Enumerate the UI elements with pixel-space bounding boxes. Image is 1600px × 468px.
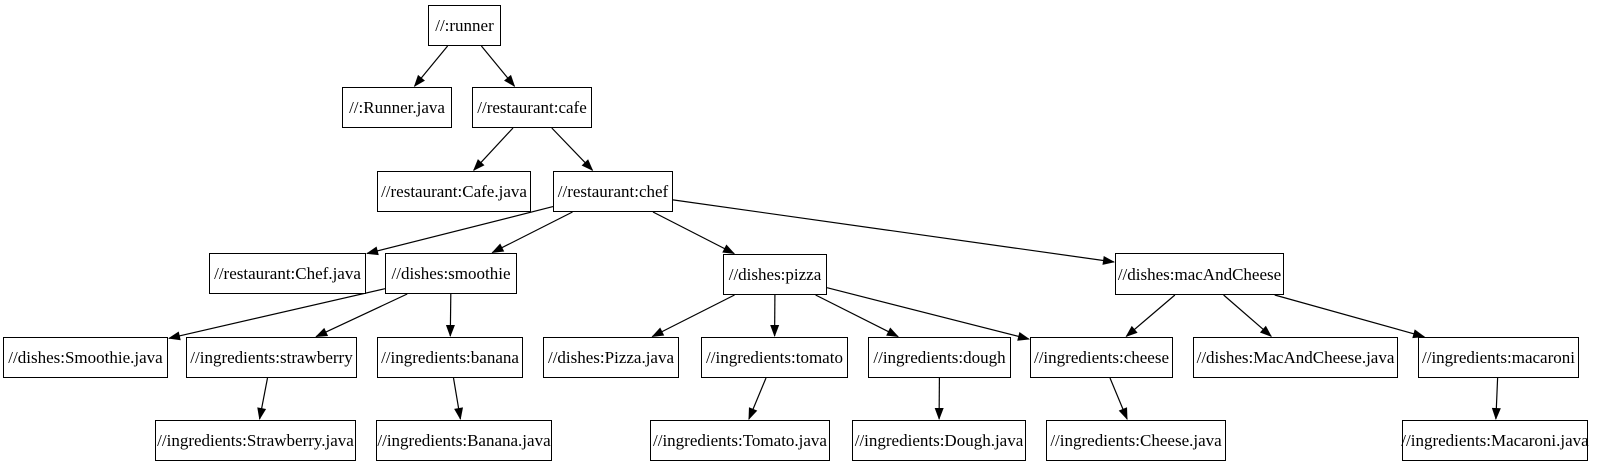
node-label: //ingredients:cheese xyxy=(1033,348,1169,367)
node-runnerJava: //:Runner.java xyxy=(342,87,452,128)
node-label: //ingredients:Banana.java xyxy=(377,431,551,450)
edge-macAndCheese-to-cheese xyxy=(1125,294,1176,338)
node-macAndCheese: //dishes:macAndCheese xyxy=(1115,253,1284,295)
node-label: //dishes:Smoothie.java xyxy=(8,348,163,367)
node-label: //restaurant:Cafe.java xyxy=(381,182,527,201)
edge-runner-to-runnerJava xyxy=(413,45,449,87)
node-label: //ingredients:dough xyxy=(873,348,1006,367)
node-cheese: //ingredients:cheese xyxy=(1030,337,1173,378)
node-macaroni: //ingredients:macaroni xyxy=(1418,337,1579,378)
edge-cheese-to-cheeseJava xyxy=(1109,377,1128,421)
edge-pizza-to-dough xyxy=(815,294,899,338)
edge-tomato-to-tomatoJava xyxy=(748,377,767,421)
node-chef: //restaurant:chef xyxy=(553,171,673,212)
node-label: //ingredients:Cheese.java xyxy=(1050,431,1222,450)
node-chefJava: //restaurant:Chef.java xyxy=(209,253,366,294)
edge-macAndCheese-to-macAndCheeseJava xyxy=(1223,294,1272,337)
node-label: //ingredients:banana xyxy=(381,348,519,367)
edge-pizza-to-cheese xyxy=(826,287,1030,341)
node-pizzaJava: //dishes:Pizza.java xyxy=(543,337,679,378)
node-label: //dishes:macAndCheese xyxy=(1117,264,1282,284)
node-label: //dishes:smoothie xyxy=(391,264,511,283)
edge-smoothie-to-banana xyxy=(445,293,455,337)
edge-smoothie-to-strawberry xyxy=(315,293,408,338)
node-label: //dishes:MacAndCheese.java xyxy=(1196,348,1395,367)
node-strawberry: //ingredients:strawberry xyxy=(186,337,357,378)
node-cafe: //restaurant:cafe xyxy=(472,87,592,128)
edge-banana-to-bananaJava xyxy=(452,377,464,420)
edge-macaroni-to-macaroniJava xyxy=(1491,377,1501,420)
node-cheeseJava: //ingredients:Cheese.java xyxy=(1046,420,1226,461)
node-label: //ingredients:Strawberry.java xyxy=(157,431,354,450)
node-strawberryJava: //ingredients:Strawberry.java xyxy=(155,420,356,461)
node-label: //ingredients:macaroni xyxy=(1422,348,1575,367)
node-label: //ingredients:strawberry xyxy=(190,348,353,367)
node-macAndCheeseJava: //dishes:MacAndCheese.java xyxy=(1193,337,1398,378)
node-label: //dishes:Pizza.java xyxy=(547,348,675,367)
node-label: //restaurant:Chef.java xyxy=(214,264,361,283)
node-label: //:Runner.java xyxy=(349,98,445,117)
edge-chef-to-macAndCheese xyxy=(672,199,1115,265)
node-macaroniJava: //ingredients:Macaroni.java xyxy=(1401,420,1589,461)
edge-chef-to-pizza xyxy=(652,211,735,255)
node-dough: //ingredients:dough xyxy=(868,337,1011,378)
node-bananaJava: //ingredients:Banana.java xyxy=(376,420,552,461)
node-label: //ingredients:Tomato.java xyxy=(653,431,827,450)
node-banana: //ingredients:banana xyxy=(377,337,523,378)
node-label: //ingredients:Dough.java xyxy=(854,431,1024,450)
node-label: //:runner xyxy=(435,16,494,35)
node-label: //dishes:pizza xyxy=(728,265,822,284)
edge-chef-to-smoothie xyxy=(491,211,573,254)
node-smoothieJava: //dishes:Smoothie.java xyxy=(3,337,168,378)
edge-chef-to-chefJava xyxy=(366,206,554,256)
node-label: //ingredients:Macaroni.java xyxy=(1401,431,1589,450)
edge-strawberry-to-strawberryJava xyxy=(257,377,269,420)
edge-runner-to-cafe xyxy=(480,45,516,87)
edge-smoothie-to-smoothieJava xyxy=(168,288,386,341)
node-pizza: //dishes:pizza xyxy=(723,254,827,295)
node-tomatoJava: //ingredients:Tomato.java xyxy=(650,420,830,461)
node-label: //ingredients:tomato xyxy=(706,348,843,367)
edge-pizza-to-pizzaJava xyxy=(651,294,735,338)
node-runner: //:runner xyxy=(428,5,501,46)
edge-cafe-to-chef xyxy=(551,127,594,172)
node-doughJava: //ingredients:Dough.java xyxy=(852,420,1026,461)
node-tomato: //ingredients:tomato xyxy=(701,337,848,378)
edge-macAndCheese-to-macaroni xyxy=(1274,294,1426,339)
node-smoothie: //dishes:smoothie xyxy=(385,253,517,294)
node-label: //restaurant:chef xyxy=(557,182,669,201)
edge-group xyxy=(168,45,1501,421)
edge-cafe-to-cafeJava xyxy=(473,127,514,172)
node-cafeJava: //restaurant:Cafe.java xyxy=(377,171,531,212)
node-label: //restaurant:cafe xyxy=(477,98,587,117)
